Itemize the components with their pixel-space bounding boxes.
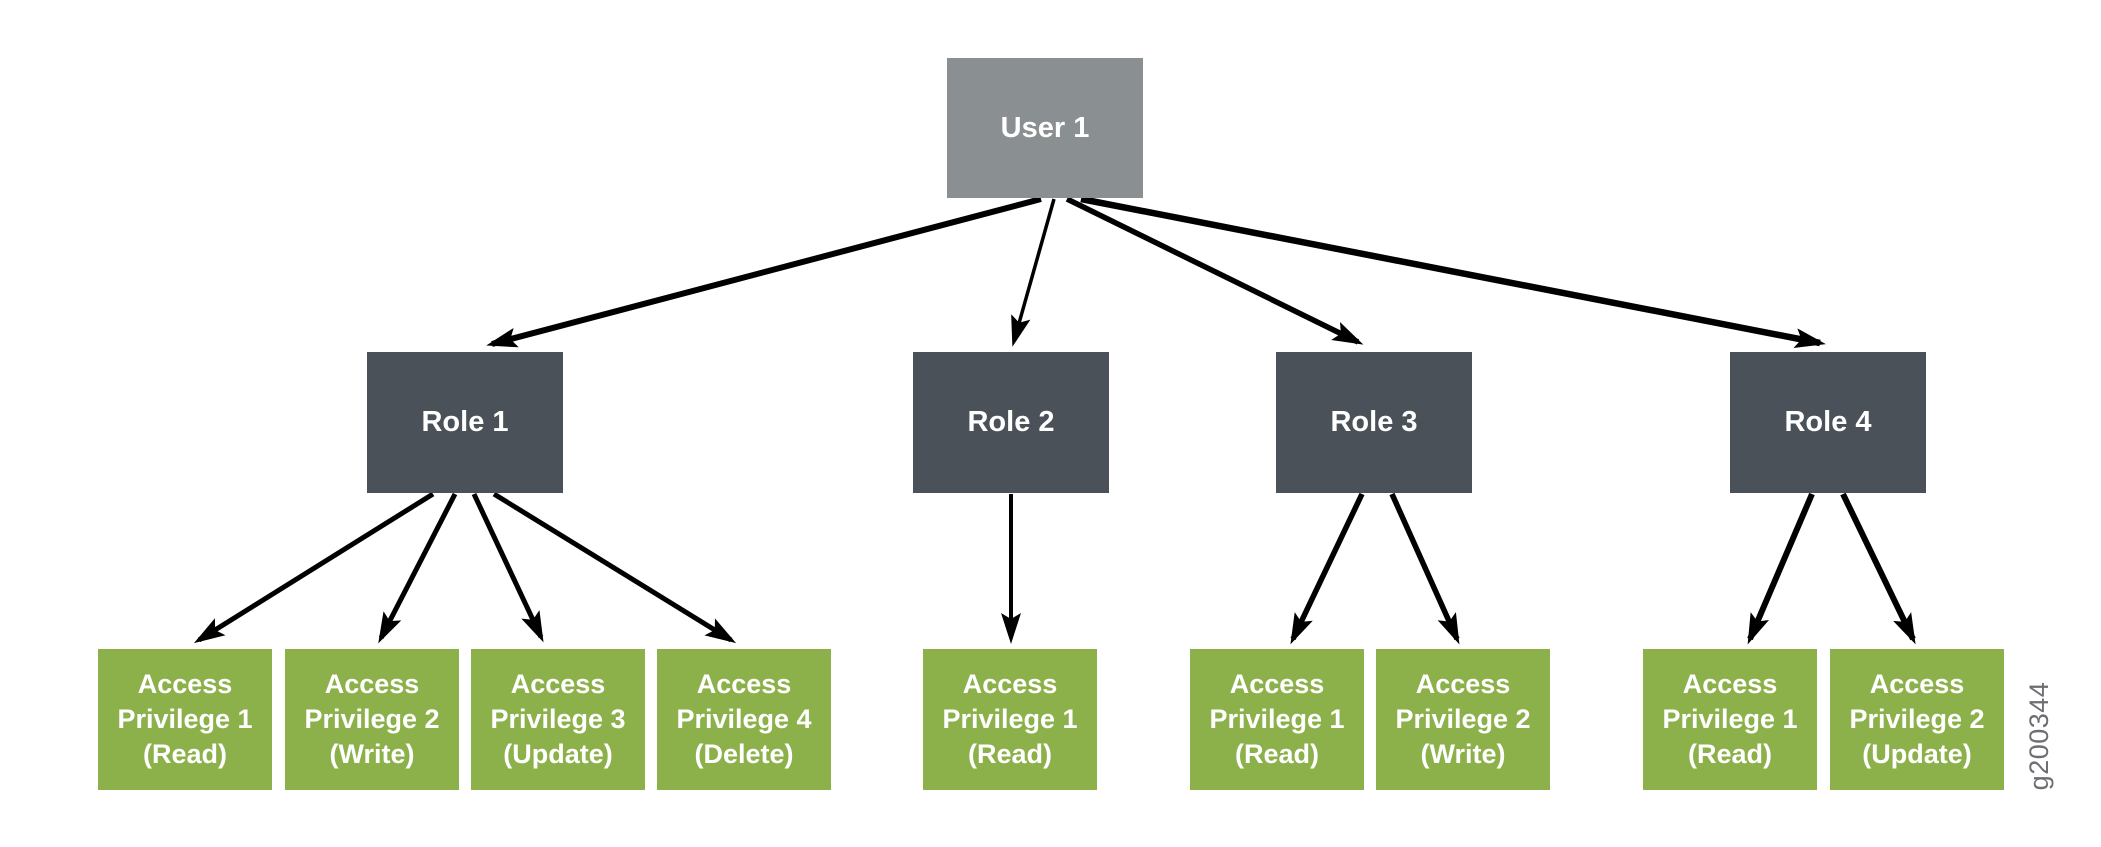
role-1-node: Role 1 — [367, 352, 563, 493]
arrow-role-1-to-priv-4 — [492, 491, 737, 644]
arrow-user-to-role-4 — [1080, 195, 1826, 349]
privilege-name: Access Privilege 3 — [490, 669, 626, 734]
privilege-permission: (Write) — [1420, 739, 1506, 769]
arrow-role-1-to-priv-2 — [378, 492, 458, 644]
role-1-privilege-4-node: Access Privilege 4 (Delete) — [657, 649, 831, 790]
role-4-privilege-1-node: Access Privilege 1 (Read) — [1643, 649, 1817, 790]
privilege-permission: (Read) — [142, 739, 227, 769]
privilege-label: Access Privilege 1 (Read) — [1643, 667, 1817, 772]
role-4-node: Role 4 — [1730, 352, 1926, 493]
privilege-name: Access Privilege 1 — [117, 669, 253, 734]
privilege-label: Access Privilege 2 (Update) — [1830, 667, 2004, 772]
privilege-label: Access Privilege 1 (Read) — [98, 667, 272, 772]
privilege-label: Access Privilege 2 (Write) — [285, 667, 459, 772]
privilege-permission: (Read) — [1687, 739, 1772, 769]
user-node: User 1 — [947, 58, 1143, 198]
privilege-permission: (Write) — [329, 739, 415, 769]
role-4-privilege-2-node: Access Privilege 2 (Update) — [1830, 649, 2004, 790]
privilege-permission: (Read) — [1234, 739, 1319, 769]
privilege-label: Access Privilege 2 (Write) — [1376, 667, 1550, 772]
role-4-label: Role 4 — [1784, 406, 1872, 438]
privilege-name: Access Privilege 1 — [1209, 669, 1345, 734]
role-2-node: Role 2 — [913, 352, 1109, 493]
role-1-privilege-2-node: Access Privilege 2 (Write) — [285, 649, 459, 790]
privilege-permission: (Delete) — [694, 739, 794, 769]
arrow-role-1-to-priv-3 — [471, 492, 544, 643]
privilege-name: Access Privilege 2 — [1849, 669, 1985, 734]
privilege-name: Access Privilege 4 — [676, 669, 812, 734]
privilege-label: Access Privilege 1 (Read) — [923, 667, 1097, 772]
arrow-role-3-to-priv-2 — [1389, 492, 1460, 645]
privilege-name: Access Privilege 1 — [942, 669, 1078, 734]
arrow-role-3-to-priv-1 — [1290, 492, 1365, 645]
privilege-name: Access Privilege 1 — [1662, 669, 1798, 734]
role-1-privilege-1-node: Access Privilege 1 (Read) — [98, 649, 272, 790]
role-3-privilege-1-node: Access Privilege 1 (Read) — [1190, 649, 1364, 790]
role-1-label: Role 1 — [421, 406, 509, 438]
arrow-role-4-to-priv-2 — [1840, 492, 1916, 645]
privilege-label: Access Privilege 4 (Delete) — [657, 667, 831, 772]
arrow-user-to-role-3 — [1065, 196, 1364, 345]
arrow-user-to-role-2 — [1011, 198, 1056, 347]
privilege-label: Access Privilege 1 (Read) — [1190, 667, 1364, 772]
privilege-permission: (Update) — [503, 739, 613, 769]
privilege-name: Access Privilege 2 — [304, 669, 440, 734]
role-3-label: Role 3 — [1330, 406, 1418, 438]
role-1-privilege-3-node: Access Privilege 3 (Update) — [471, 649, 645, 790]
figure-id-label: g200344 — [2024, 681, 2054, 791]
privilege-name: Access Privilege 2 — [1395, 669, 1531, 734]
arrow-user-to-role-1 — [486, 196, 1042, 348]
role-2-privilege-1-node: Access Privilege 1 (Read) — [923, 649, 1097, 790]
role-3-node: Role 3 — [1276, 352, 1472, 493]
arrow-role-4-to-priv-1 — [1747, 492, 1815, 645]
privilege-permission: (Read) — [967, 739, 1052, 769]
privilege-permission: (Update) — [1862, 739, 1972, 769]
role-3-privilege-2-node: Access Privilege 2 (Write) — [1376, 649, 1550, 790]
user-node-label: User 1 — [1000, 111, 1090, 144]
privilege-label: Access Privilege 3 (Update) — [471, 667, 645, 772]
role-2-label: Role 2 — [967, 406, 1055, 438]
arrow-role-1-to-priv-1 — [193, 491, 435, 644]
